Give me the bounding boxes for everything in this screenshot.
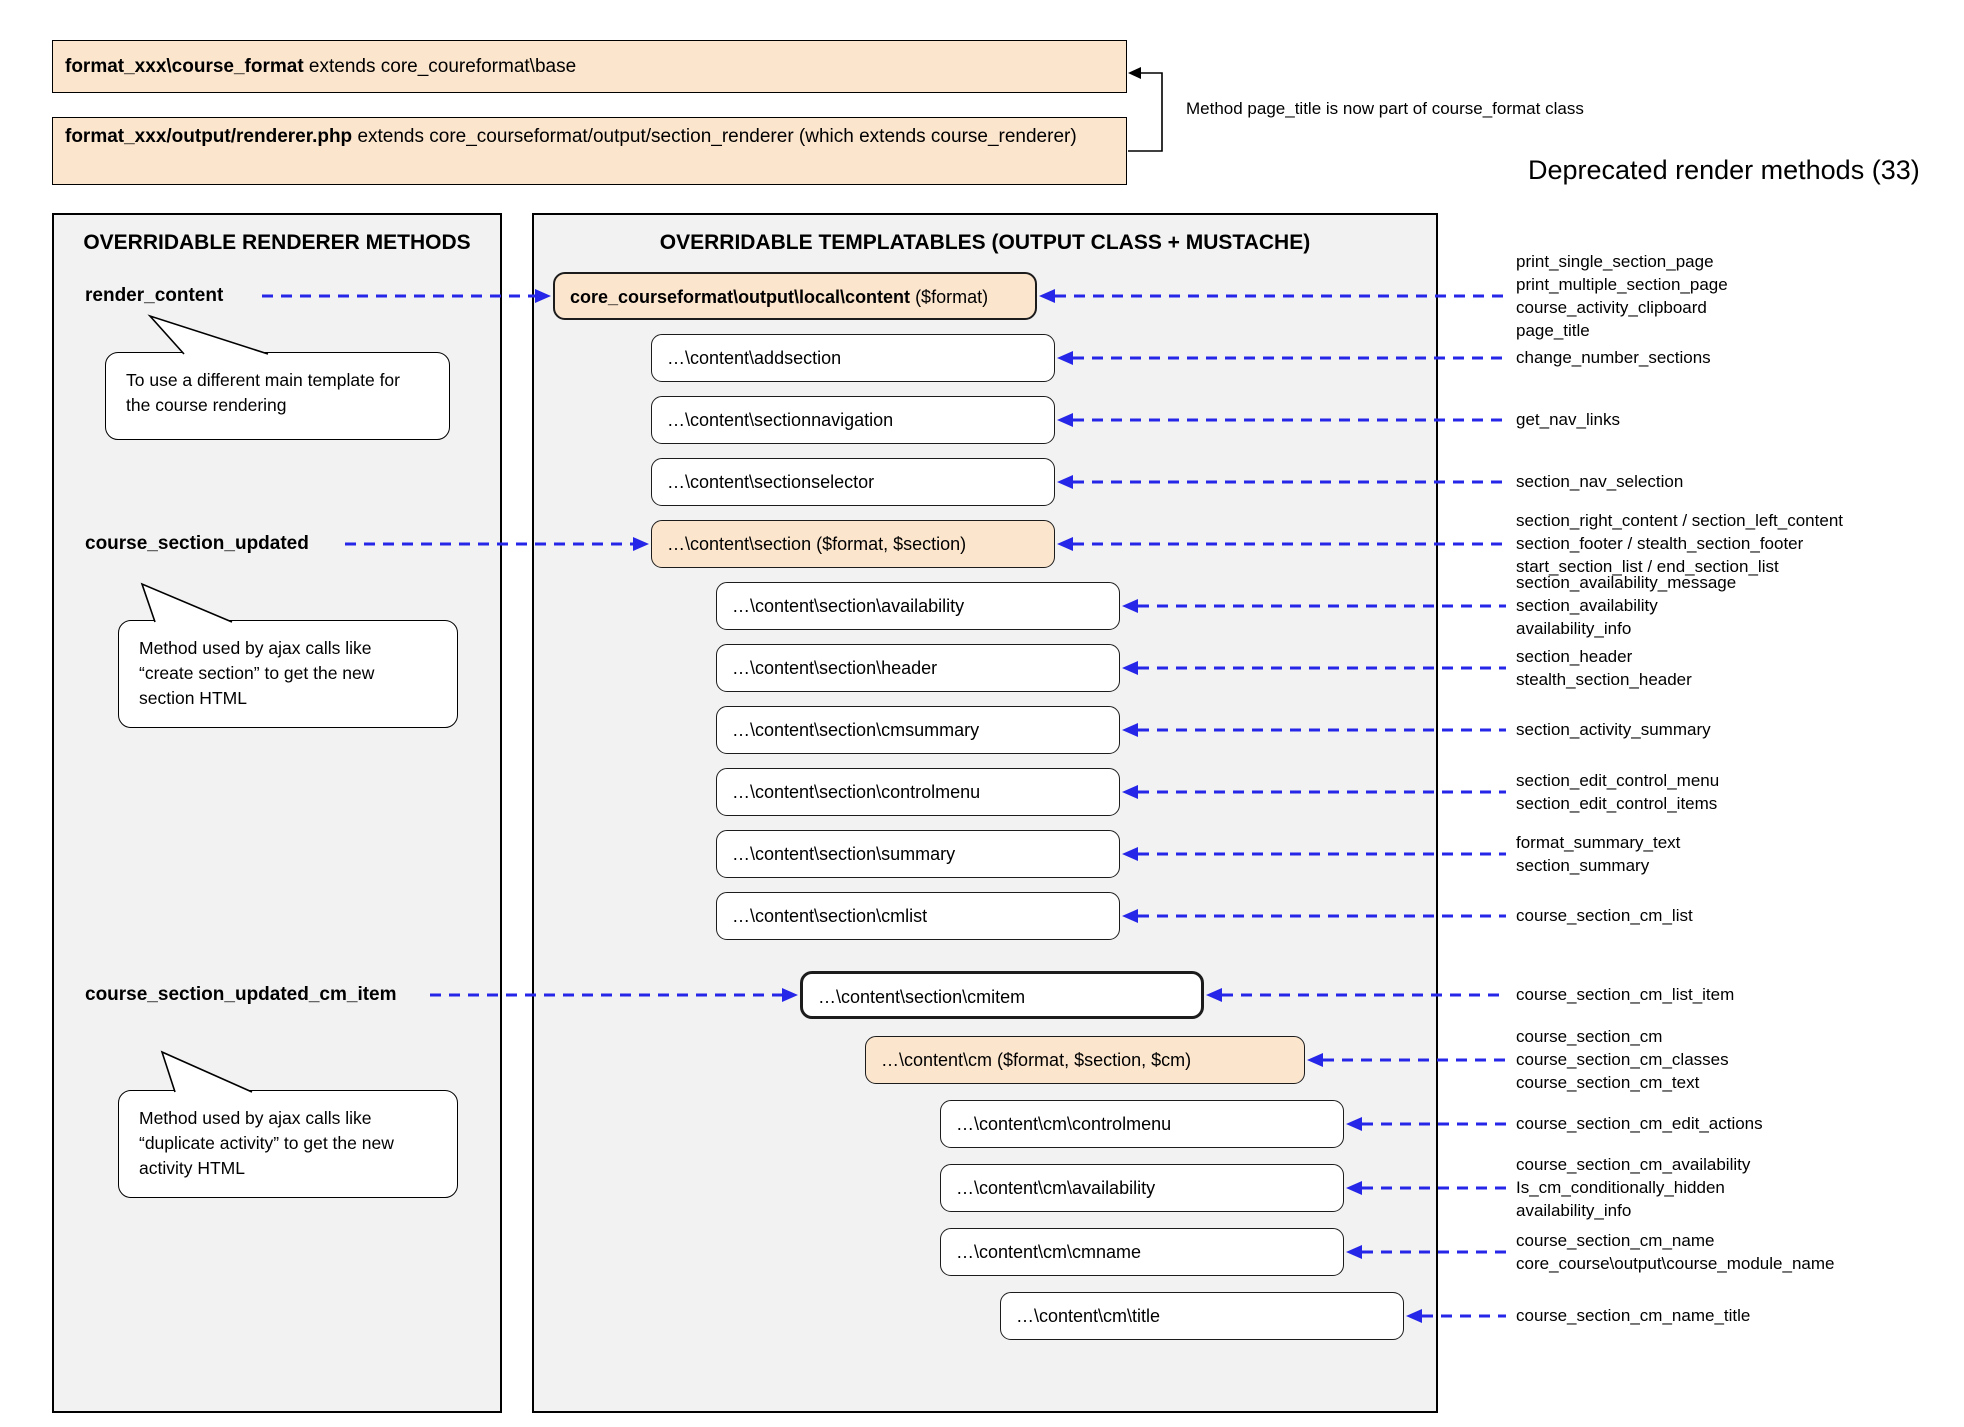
box-content-section: …\content\section ($format, $section) [651,520,1055,568]
bracket-line [1128,72,1163,152]
deprecated-group-section-summary: format_summary_text section_summary [1516,833,1681,875]
deprecated-group-addsection: change_number_sections [1516,348,1711,367]
method-course-section-updated-cm-item: course_section_updated_cm_item [85,984,397,1005]
box-section-cmsummary: …\content\section\cmsummary [716,706,1120,754]
deprecated-group-section-availability: section_availability_message section_ava… [1516,573,1737,638]
deprecated-group-cm-title: course_section_cm_name_title [1516,1306,1751,1325]
class-box-course-format: format_xxx\course_format extends core_co… [52,40,1127,93]
deprecated-group-section-controlmenu: section_edit_control_menu section_edit_c… [1516,771,1720,813]
deprecated-group-section-cmlist: course_section_cm_list [1516,906,1693,925]
page-title-note: Method page_title is now part of course_… [1186,99,1584,118]
box-cm: …\content\cm ($format, $section, $cm) [865,1036,1305,1084]
deprecated-group-cm-availability: course_section_cm_availability Is_cm_con… [1516,1155,1751,1220]
box-content-addsection: …\content\addsection [651,334,1055,382]
box-cm-title: …\content\cm\title [1000,1292,1404,1340]
box-section-controlmenu: …\content\section\controlmenu [716,768,1120,816]
tooltip-render-content: To use a different main template for the… [105,352,450,440]
box-section-availability: …\content\section\availability [716,582,1120,630]
box-cm-controlmenu: …\content\cm\controlmenu [940,1100,1344,1148]
bracket-arrowhead [1128,67,1141,79]
deprecated-group-section-cmsummary: section_activity_summary [1516,720,1711,739]
deprecated-group-sectionnavigation: get_nav_links [1516,410,1620,429]
box-content: core_courseformat\output\local\content (… [553,272,1037,320]
deprecated-methods-title: Deprecated render methods (33) [1528,155,1920,185]
deprecated-group-section-cmitem: course_section_cm_list_item [1516,985,1735,1004]
tooltip-course-section-updated-cm-item: Method used by ajax calls like “duplicat… [118,1090,458,1198]
box-section-cmitem: …\content\section\cmitem [800,971,1204,1019]
box-content-sectionnavigation: …\content\sectionnavigation [651,396,1055,444]
box-cm-availability: …\content\cm\availability [940,1164,1344,1212]
deprecated-group-sectionselector: section_nav_selection [1516,472,1684,491]
class-box-renderer-text: format_xxx/output/renderer.php extends c… [65,126,1077,147]
method-render-content: render_content [85,285,224,306]
box-content-sectionselector: …\content\sectionselector [651,458,1055,506]
deprecated-group-section-header: section_header stealth_section_header [1516,647,1692,689]
box-section-header: …\content\section\header [716,644,1120,692]
templatables-panel-title: OVERRIDABLE TEMPLATABLES (OUTPUT CLASS +… [659,231,1311,254]
box-cm-cmname: …\content\cm\cmname [940,1228,1344,1276]
class-box-renderer: format_xxx/output/renderer.php extends c… [52,117,1127,185]
box-section-summary: …\content\section\summary [716,830,1120,878]
deprecated-group-cm-controlmenu: course_section_cm_edit_actions [1516,1114,1763,1133]
tooltip-course-section-updated: Method used by ajax calls like “create s… [118,620,458,728]
renderer-methods-panel-title: OVERRIDABLE RENDERER METHODS [83,231,471,254]
method-course-section-updated: course_section_updated [85,533,309,554]
box-section-cmlist: …\content\section\cmlist [716,892,1120,940]
deprecated-group-cm-cmname: course_section_cm_name core_course\outpu… [1516,1231,1835,1273]
deprecated-group-cm: course_section_cm course_section_cm_clas… [1516,1027,1729,1092]
deprecated-group-section: section_right_content / section_left_con… [1516,511,1843,576]
class-box-course-format-text: format_xxx\course_format extends core_co… [65,56,577,77]
deprecated-group-content: print_single_section_page print_multiple… [1516,252,1728,340]
